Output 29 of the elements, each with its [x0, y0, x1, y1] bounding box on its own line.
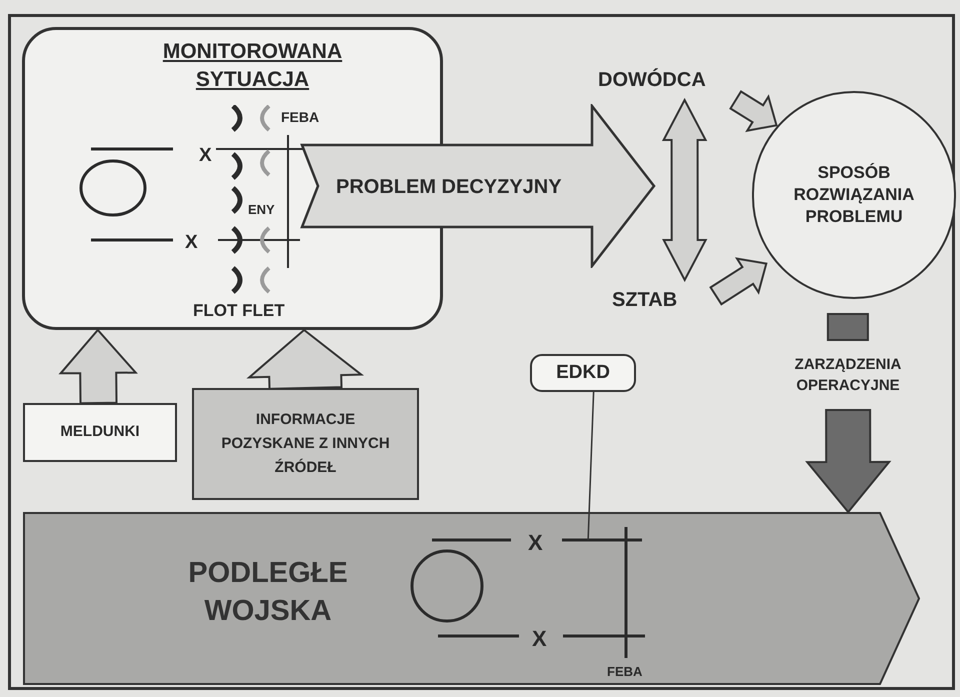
block-arrow: [662, 98, 708, 282]
rounded-panel: [22, 27, 443, 330]
arrow-label: PROBLEM DECYZYJNY: [336, 175, 562, 200]
symbol-label: FEBA: [281, 108, 320, 127]
block-arrow: [709, 257, 768, 306]
symbol-label: X: [199, 144, 212, 168]
leader-line: [587, 392, 594, 540]
symbol-label: X: [185, 231, 198, 255]
pentagon-banner: [23, 512, 920, 685]
block-arrow: [729, 90, 778, 132]
block-arrow: [58, 328, 138, 404]
source-box: [23, 403, 177, 462]
panel-title: MONITOROWANA SYTUACJA: [162, 39, 344, 93]
symbol-label: X: [528, 529, 543, 557]
symbol-label: X: [532, 625, 547, 653]
block-arrow: [246, 328, 364, 390]
circle-label: SPOSÓB ROZWIĄZANIA PROBLEMU: [792, 162, 916, 228]
banner-label: PODLEGŁE WOJSKA: [187, 556, 349, 629]
role-label: DOWÓDCA: [598, 66, 740, 94]
symbol-label: FEBA: [607, 663, 642, 681]
block-arrow: [805, 313, 892, 514]
symbol-label: ENY: [248, 201, 275, 219]
symbol-label: FLOT FLET: [193, 300, 285, 322]
box-label: MELDUNKI: [60, 422, 140, 442]
box-label: INFORMACJE POZYSKANE Z INNYCH ŹRÓDEŁ: [220, 410, 391, 478]
source-box: [192, 388, 419, 500]
callout-label: EDKD: [556, 360, 610, 385]
callout-box: [530, 354, 636, 392]
role-label: SZTAB: [612, 286, 704, 314]
